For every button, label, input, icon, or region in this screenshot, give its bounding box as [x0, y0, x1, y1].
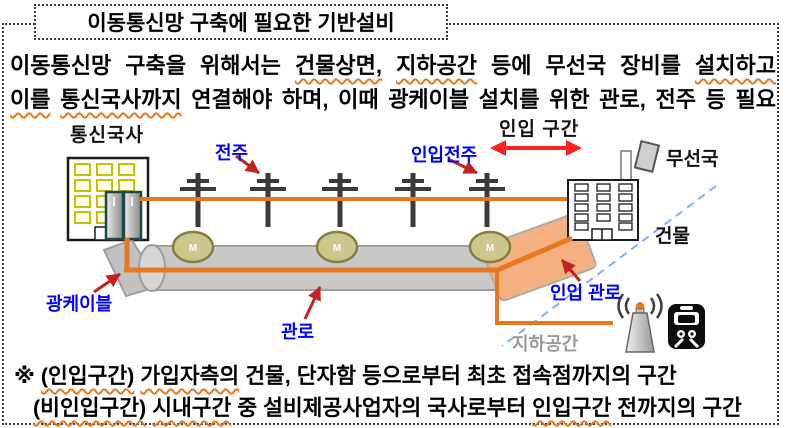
text-segment: 전까지의 구간	[611, 396, 742, 420]
text-segment: ※	[14, 364, 41, 388]
text-segment: 시내구간	[152, 396, 232, 420]
radio-station-building	[567, 139, 661, 241]
pointer-arrows	[93, 154, 582, 320]
manhole-label: M	[333, 243, 341, 254]
label-lead-in-duct: 인입 관로	[550, 283, 622, 303]
text-segment	[382, 53, 396, 78]
pointer-arrow-optical-cable	[93, 272, 121, 294]
train-icon	[668, 304, 705, 349]
underground-boundary-dashed-line	[501, 185, 717, 347]
text-segment: 이동통신망 구축을 위해서는	[10, 53, 295, 78]
text-segment: 이를	[10, 87, 51, 112]
manholes: M M M	[171, 230, 512, 264]
manhole-label: M	[189, 243, 197, 254]
manhole-label: M	[486, 243, 494, 254]
pointer-arrow-pole	[235, 154, 260, 175]
label-radio-station: 무선국	[666, 149, 719, 170]
text-segment	[50, 87, 60, 112]
text-segment: 연결해야 하며, 이때 광케이블 설치를 위한 관로, 전주 등 필요	[181, 87, 777, 112]
text-segment: 지하공간	[396, 53, 478, 78]
manhole: M	[171, 230, 215, 264]
text-segment: (인입구간)	[40, 364, 135, 388]
label-optical-cable: 광케이블	[46, 294, 113, 314]
panel-antenna-icon	[633, 139, 661, 173]
antenna-mast	[620, 150, 632, 182]
footnote-line-1: ※ (인입구간) 가입자측의 건물, 단자함 등으로부터 최초 접속점까지의 구…	[14, 359, 677, 390]
label-underground-space: 지하공간	[512, 334, 579, 354]
text-segment: 건물상면,	[294, 53, 383, 78]
text-segment: 인입구간	[532, 396, 612, 420]
pointer-arrow-lead-in-pole	[447, 157, 478, 175]
antenna-tower-icon	[617, 293, 663, 353]
label-telecom-office: 통신국사	[70, 125, 144, 146]
text-segment: 건물, 단자함 등으로부터 최초 접속점까지의 구간	[239, 364, 677, 388]
text-segment: 중 설비제공사업자의 국사로부터	[231, 396, 533, 420]
intro-text-line-2: 이를 통신국사까지 연결해야 하며, 이때 광케이블 설치를 위한 관로, 전주…	[10, 82, 776, 114]
text-segment: 통신국사까지	[60, 87, 182, 112]
pointer-arrow-duct	[303, 286, 322, 320]
pointer-arrow-lead-in-duct	[560, 259, 582, 282]
equipment-cabinets	[104, 190, 143, 241]
page-title: 이동통신망 구축에 필요한 기반설비	[34, 4, 448, 40]
label-building: 건물	[655, 226, 690, 247]
text-segment: 설치하고	[695, 53, 777, 78]
text-segment: (비인입구간)	[33, 396, 147, 420]
text-segment: 등에 무선국 장비를	[477, 53, 696, 78]
optical-cable-lines	[124, 235, 613, 325]
label-pole: 전주	[215, 143, 249, 163]
intro-text-line-1: 이동통신망 구축을 위해서는 건물상면, 지하공간 등에 무선국 장비를 설치하…	[10, 48, 776, 80]
text-segment: 가입자측의	[140, 364, 240, 388]
manhole: M	[468, 230, 512, 264]
label-lead-in-pole: 인입전주	[411, 145, 478, 165]
label-duct: 관로	[281, 322, 315, 342]
lead-in-span-arrow	[490, 140, 582, 156]
label-lead-in-section: 인입 구간	[499, 119, 580, 140]
manhole: M	[315, 230, 359, 264]
footnote-line-2: (비인입구간) 시내구간 중 설비제공사업자의 국사로부터 인입구간 전까지의 …	[33, 391, 742, 422]
